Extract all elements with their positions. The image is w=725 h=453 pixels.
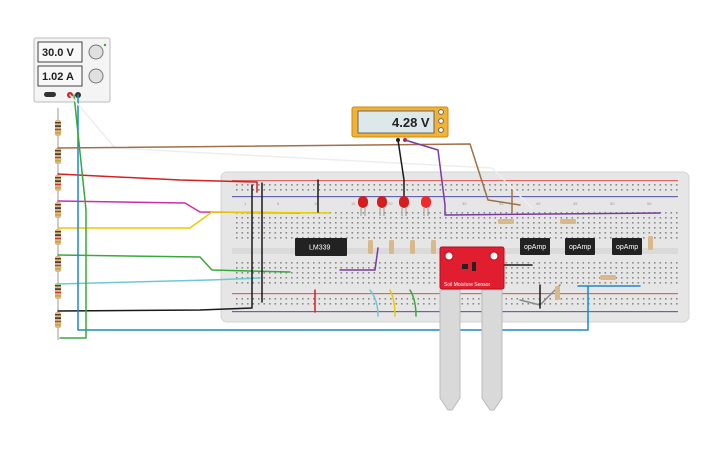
ladder-resistor bbox=[55, 202, 61, 218]
chip-lm339: LM339 bbox=[295, 238, 347, 256]
soil-moisture-sensor[interactable]: Soil Moisture Sensor bbox=[439, 246, 505, 411]
chip-label: LM339 bbox=[309, 245, 331, 252]
multimeter[interactable]: 4.28 V bbox=[351, 106, 449, 142]
chips[interactable]: LM339 opAmp opAmp opAmp bbox=[295, 238, 642, 256]
col-num: 45 bbox=[573, 201, 578, 206]
ladder-resistor bbox=[55, 256, 61, 272]
resistor-ladder bbox=[55, 108, 61, 340]
psu-current-display: 1.02 A bbox=[42, 71, 74, 83]
chip-opamp-1: opAmp bbox=[520, 238, 550, 255]
col-num: 5 bbox=[277, 201, 280, 206]
resistor bbox=[410, 240, 415, 254]
resistor bbox=[389, 240, 394, 254]
ladder-resistor bbox=[55, 148, 61, 164]
jumper-cyan bbox=[369, 289, 379, 317]
port-com-icon[interactable] bbox=[438, 127, 444, 133]
led-1 bbox=[358, 196, 368, 216]
ladder-resistor bbox=[55, 312, 61, 328]
jumper-green bbox=[409, 289, 417, 317]
resistor bbox=[648, 236, 653, 250]
chip-opamp-2: opAmp bbox=[565, 238, 595, 255]
wires bbox=[57, 94, 661, 339]
chip-label: opAmp bbox=[524, 244, 546, 251]
breadboard-column-numbers: 1 5 10 15 20 25 30 35 40 45 50 55 bbox=[244, 201, 652, 206]
col-num: 55 bbox=[647, 201, 652, 206]
wire-blue bbox=[77, 94, 589, 331]
sensor-label: Soil Moisture Sensor bbox=[444, 282, 490, 288]
port-a-icon[interactable] bbox=[438, 109, 444, 115]
col-num: 10 bbox=[314, 201, 319, 206]
wire-purple bbox=[404, 139, 661, 216]
current-knob-icon[interactable] bbox=[88, 68, 104, 84]
chip-opamp-3: opAmp bbox=[612, 238, 642, 255]
ladder-resistor bbox=[55, 175, 61, 191]
wire-white bbox=[69, 94, 533, 209]
multimeter-display: 4.28 V bbox=[392, 115, 430, 130]
voltage-knob-icon[interactable] bbox=[88, 44, 104, 60]
wire-red bbox=[57, 173, 258, 193]
col-num: 15 bbox=[351, 201, 356, 206]
wire-black-dmm bbox=[397, 139, 405, 201]
wire-green-psu bbox=[59, 94, 87, 339]
ladder-resistor bbox=[55, 120, 61, 136]
wire-purple-2 bbox=[339, 247, 379, 271]
wire-cyan bbox=[57, 277, 261, 285]
power-supply[interactable]: 30.0 V 1.02 A bbox=[33, 37, 111, 103]
col-num: 1 bbox=[244, 201, 247, 206]
chip-label: opAmp bbox=[616, 244, 638, 251]
resistor bbox=[560, 219, 576, 224]
col-num: 30 bbox=[462, 201, 467, 206]
resistor bbox=[600, 275, 616, 280]
ladder-resistor bbox=[55, 283, 61, 299]
board-resistors bbox=[368, 219, 653, 300]
psu-voltage-display: 30.0 V bbox=[42, 47, 74, 59]
col-num: 40 bbox=[536, 201, 541, 206]
led-2 bbox=[377, 196, 387, 216]
chip-label: opAmp bbox=[569, 244, 591, 251]
resistor bbox=[498, 219, 514, 224]
col-num: 50 bbox=[610, 201, 615, 206]
ladder-resistor bbox=[55, 229, 61, 245]
wire-green bbox=[57, 254, 291, 273]
leds bbox=[358, 196, 431, 216]
led-4 bbox=[421, 196, 431, 216]
led-3 bbox=[399, 196, 409, 216]
port-v-icon[interactable] bbox=[438, 118, 444, 124]
wire-yellow bbox=[57, 211, 331, 229]
breadboard-holes bbox=[236, 184, 678, 305]
resistor bbox=[368, 240, 373, 254]
wire-black bbox=[57, 184, 253, 312]
col-num: 20 bbox=[388, 201, 393, 206]
power-switch[interactable] bbox=[44, 92, 56, 97]
jumper-yellow bbox=[389, 289, 396, 317]
col-num: 35 bbox=[499, 201, 504, 206]
resistor bbox=[431, 240, 436, 254]
wire-brown bbox=[57, 143, 521, 206]
resistor bbox=[555, 286, 560, 300]
